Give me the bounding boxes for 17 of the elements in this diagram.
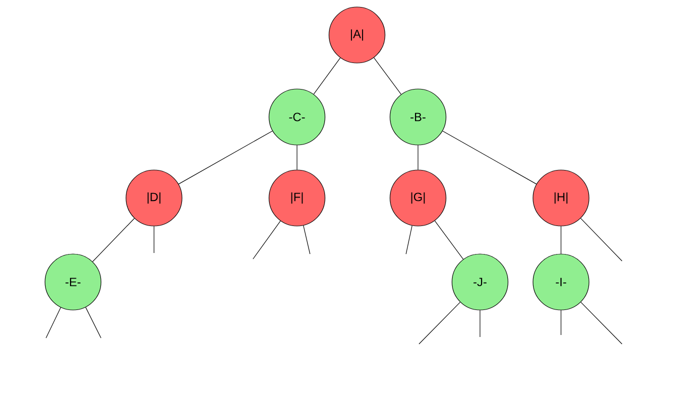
tree-edge xyxy=(313,58,341,94)
branch-stub xyxy=(46,307,62,338)
tree-edge xyxy=(560,226,562,254)
tree-edge xyxy=(92,218,135,262)
branch-stub xyxy=(560,310,562,336)
branch-stub xyxy=(85,307,102,338)
tree-edge xyxy=(296,145,298,170)
tree-edge xyxy=(178,130,273,184)
tree-edge xyxy=(374,57,402,95)
branch-stub xyxy=(580,218,622,262)
branch-stub xyxy=(406,225,412,254)
tree-edge xyxy=(442,130,537,184)
tree-edge xyxy=(434,220,464,260)
branch-stub xyxy=(580,302,622,344)
branch-stub xyxy=(418,302,460,344)
branch-stub xyxy=(252,220,281,260)
branch-stub xyxy=(303,225,310,254)
